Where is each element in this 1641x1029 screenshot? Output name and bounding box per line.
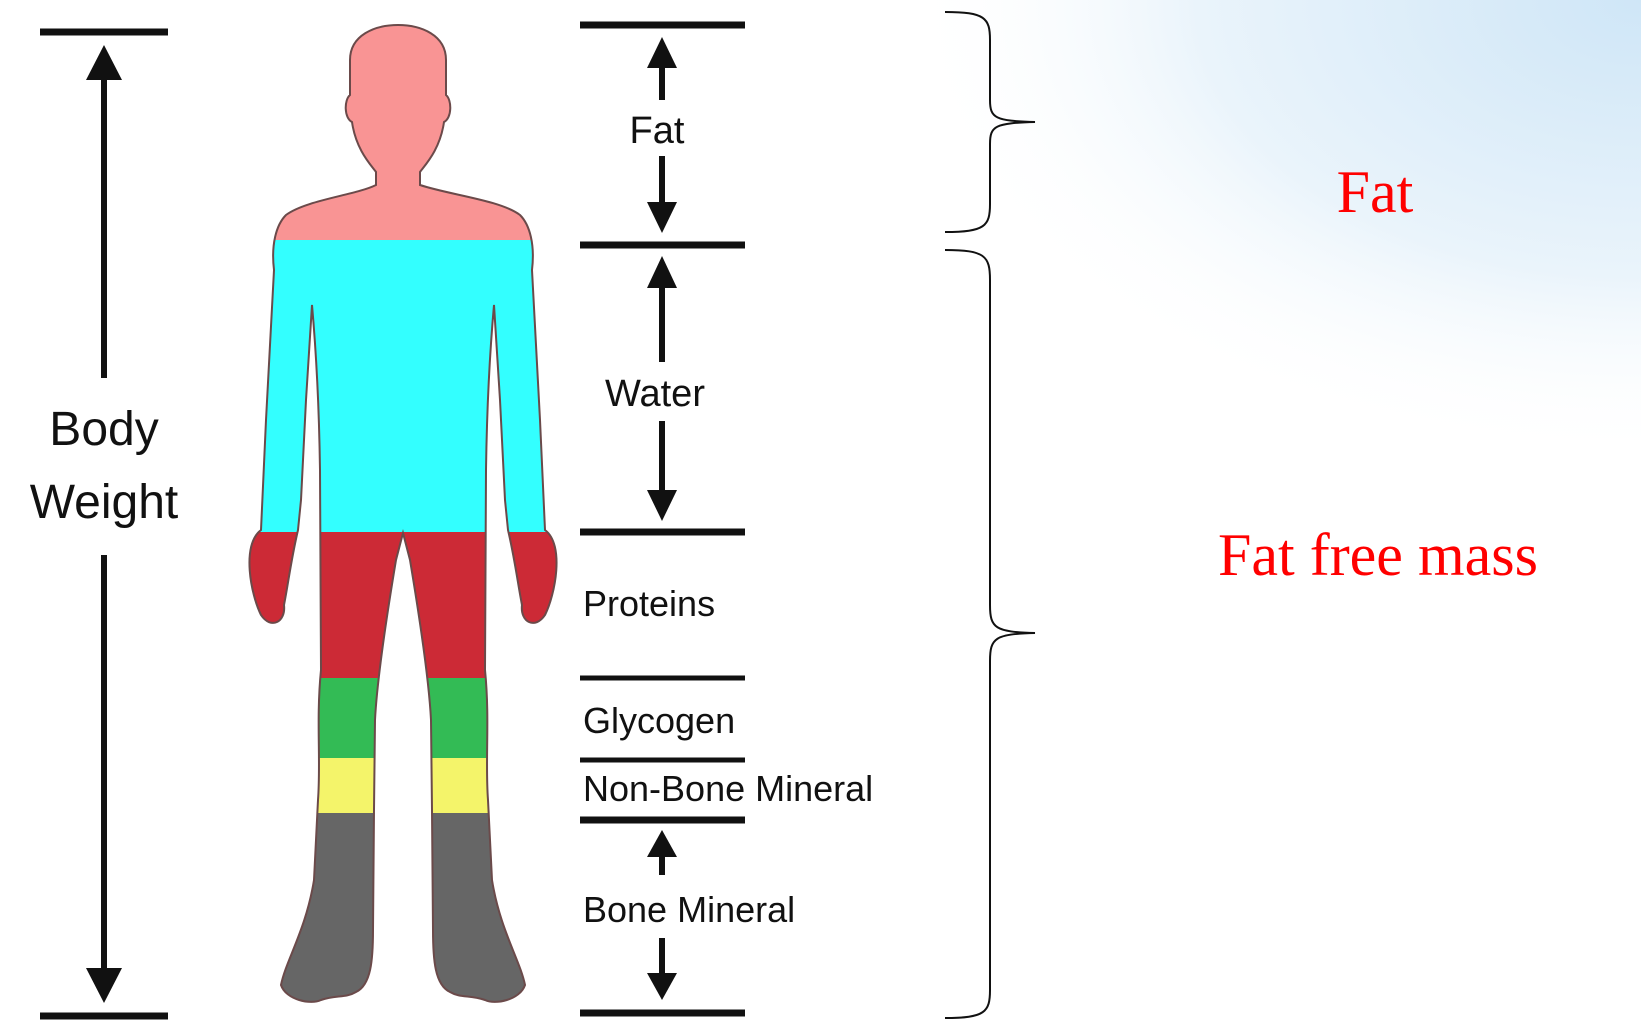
body-weight-label-line-2: Weight: [30, 476, 179, 529]
component-label-bone-mineral: Bone Mineral: [583, 889, 795, 930]
component-label-glycogen: Glycogen: [583, 700, 735, 741]
body-weight-label-line-1: Body: [49, 403, 158, 456]
component-label-water: Water: [605, 373, 705, 415]
component-label-proteins: Proteins: [583, 583, 715, 624]
component-label-fat: Fat: [630, 110, 685, 152]
component-label-non-bone-mineral: Non-Bone Mineral: [583, 768, 873, 809]
group-label-fat: Fat: [1337, 159, 1414, 225]
group-label-fat-free-mass: Fat free mass: [1218, 522, 1538, 588]
